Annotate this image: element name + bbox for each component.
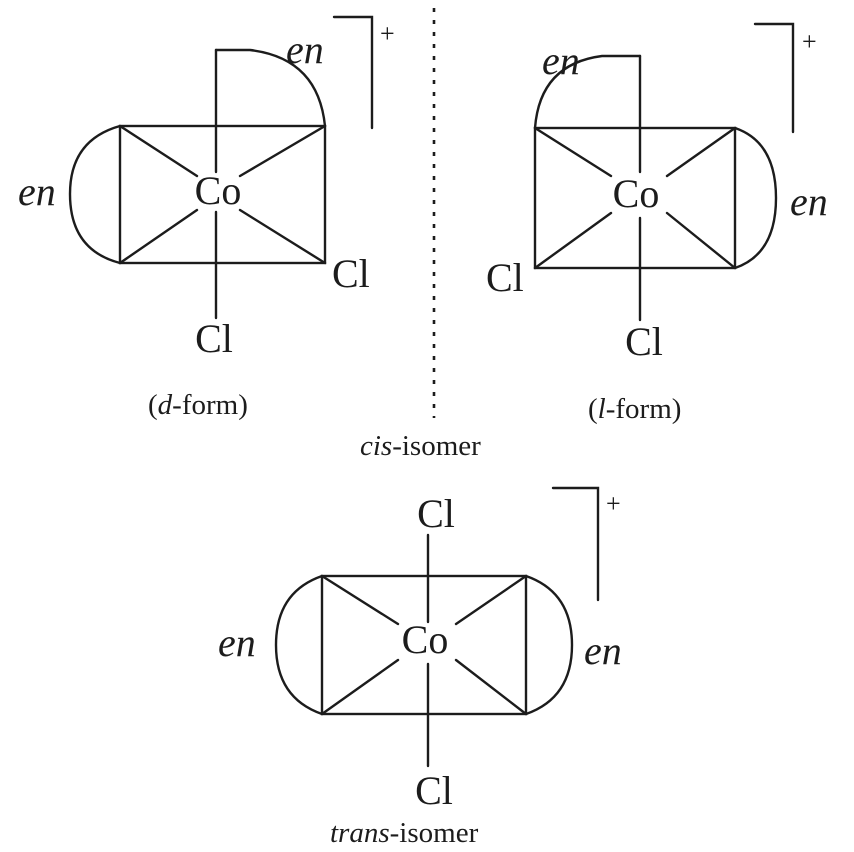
trans-isomer-suffix: -isomer	[390, 817, 479, 849]
l-form-bond	[533, 211, 613, 270]
trans-form-ligand-left: en	[218, 620, 256, 665]
d-form-en-arc-top	[214, 48, 327, 128]
l-form-en-arc-right	[733, 126, 778, 270]
d-form-charge: +	[380, 19, 395, 48]
d-form-cl-right: Cl	[332, 251, 370, 296]
l-form-bond	[665, 126, 737, 178]
l-form-ligand-top: en	[542, 38, 580, 83]
trans-form-metal: Co	[402, 617, 449, 662]
d-form-bond	[118, 208, 199, 265]
l-form-ligand-right: en	[790, 179, 828, 224]
d-form-cl-bottom: Cl	[195, 316, 233, 361]
d-form-ligand-top: en	[286, 27, 324, 72]
trans-form-structure: Co Cl Cl en en +	[218, 486, 622, 813]
l-form-en-arc-top	[533, 54, 642, 130]
l-form-cl-left: Cl	[486, 255, 524, 300]
l-form-structure: Co en en Cl Cl + (l-form)	[486, 22, 828, 425]
l-form-caption-letter: l	[598, 393, 606, 425]
cis-isomer-suffix: -isomer	[392, 430, 481, 462]
trans-form-en-arc-right	[524, 574, 574, 716]
cis-isomer-label: cis-isomer	[360, 430, 481, 462]
l-form-bond	[665, 211, 737, 270]
d-form-caption-rest: -form)	[172, 389, 248, 421]
d-form-square-plane	[118, 124, 327, 265]
l-form-cl-bottom: Cl	[625, 319, 663, 364]
d-form-bond	[238, 124, 327, 178]
trans-form-ligand-right: en	[584, 628, 622, 673]
cis-isomer-prefix: cis	[360, 430, 392, 462]
trans-form-charge: +	[606, 489, 621, 518]
trans-form-square-plane	[320, 574, 528, 716]
d-form-caption-letter: d	[158, 389, 173, 421]
l-form-caption-open: (	[588, 393, 598, 425]
trans-isomer-prefix: trans	[330, 817, 390, 849]
trans-form-bond	[454, 574, 528, 626]
l-form-caption: (l-form)	[588, 393, 681, 425]
l-form-bond	[533, 126, 613, 178]
d-form-bond	[118, 124, 199, 178]
d-form-caption: (d-form)	[148, 389, 248, 421]
trans-form-bond	[320, 658, 400, 716]
d-form-en-arc-left	[68, 124, 122, 265]
trans-form-bond	[320, 574, 400, 626]
trans-form-cl-top: Cl	[417, 491, 455, 536]
trans-isomer-label: trans-isomer	[330, 817, 479, 849]
l-form-caption-rest: -form)	[606, 393, 682, 425]
l-form-metal: Co	[613, 171, 660, 216]
d-form-caption-open: (	[148, 389, 158, 421]
d-form-structure: Co en en Cl Cl + (d-form)	[18, 15, 395, 421]
trans-form-en-arc-left	[274, 574, 324, 716]
trans-form-bond	[454, 658, 528, 716]
d-form-charge-bracket	[332, 15, 374, 130]
l-form-square-plane	[533, 126, 737, 270]
d-form-ligand-left: en	[18, 169, 56, 214]
trans-form-charge-bracket	[551, 486, 600, 602]
d-form-metal: Co	[195, 168, 242, 213]
l-form-charge-bracket	[753, 22, 795, 134]
d-form-bond	[238, 208, 327, 265]
trans-form-cl-bottom: Cl	[415, 768, 453, 813]
l-form-charge: +	[802, 27, 817, 56]
